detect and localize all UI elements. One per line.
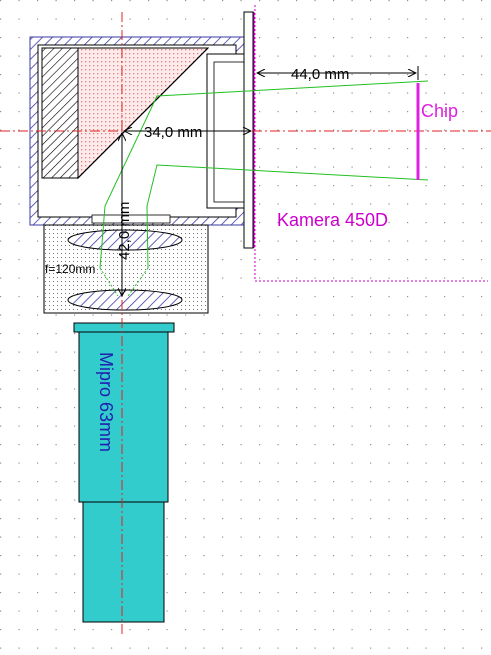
camera-mount-plate xyxy=(243,11,254,249)
left-block xyxy=(41,47,79,179)
side-port-inner xyxy=(213,61,245,203)
ray-lower xyxy=(146,164,429,269)
mipro-barrel xyxy=(82,501,165,623)
dim-42-label: 42,0 mm xyxy=(116,202,133,260)
camera-label: Kamera 450D xyxy=(277,210,388,230)
camera-outline xyxy=(254,5,488,282)
lower-lens xyxy=(67,289,183,311)
ray-dashed-left xyxy=(99,267,119,297)
bottom-port xyxy=(91,214,171,224)
dim-34-label: 34,0 mm xyxy=(144,124,202,141)
focal-length-label: f=120mm xyxy=(45,262,95,276)
mipro-collar xyxy=(73,322,175,333)
dim-44-label: 44,0 mm xyxy=(291,66,349,83)
mipro-body xyxy=(78,331,169,503)
chip-label: Chip xyxy=(421,101,458,121)
mirror-surface xyxy=(77,47,209,179)
ray-dashed-right xyxy=(127,267,149,297)
ray-upper xyxy=(99,80,429,269)
mipro-label: Mipro 63mm xyxy=(96,352,116,452)
